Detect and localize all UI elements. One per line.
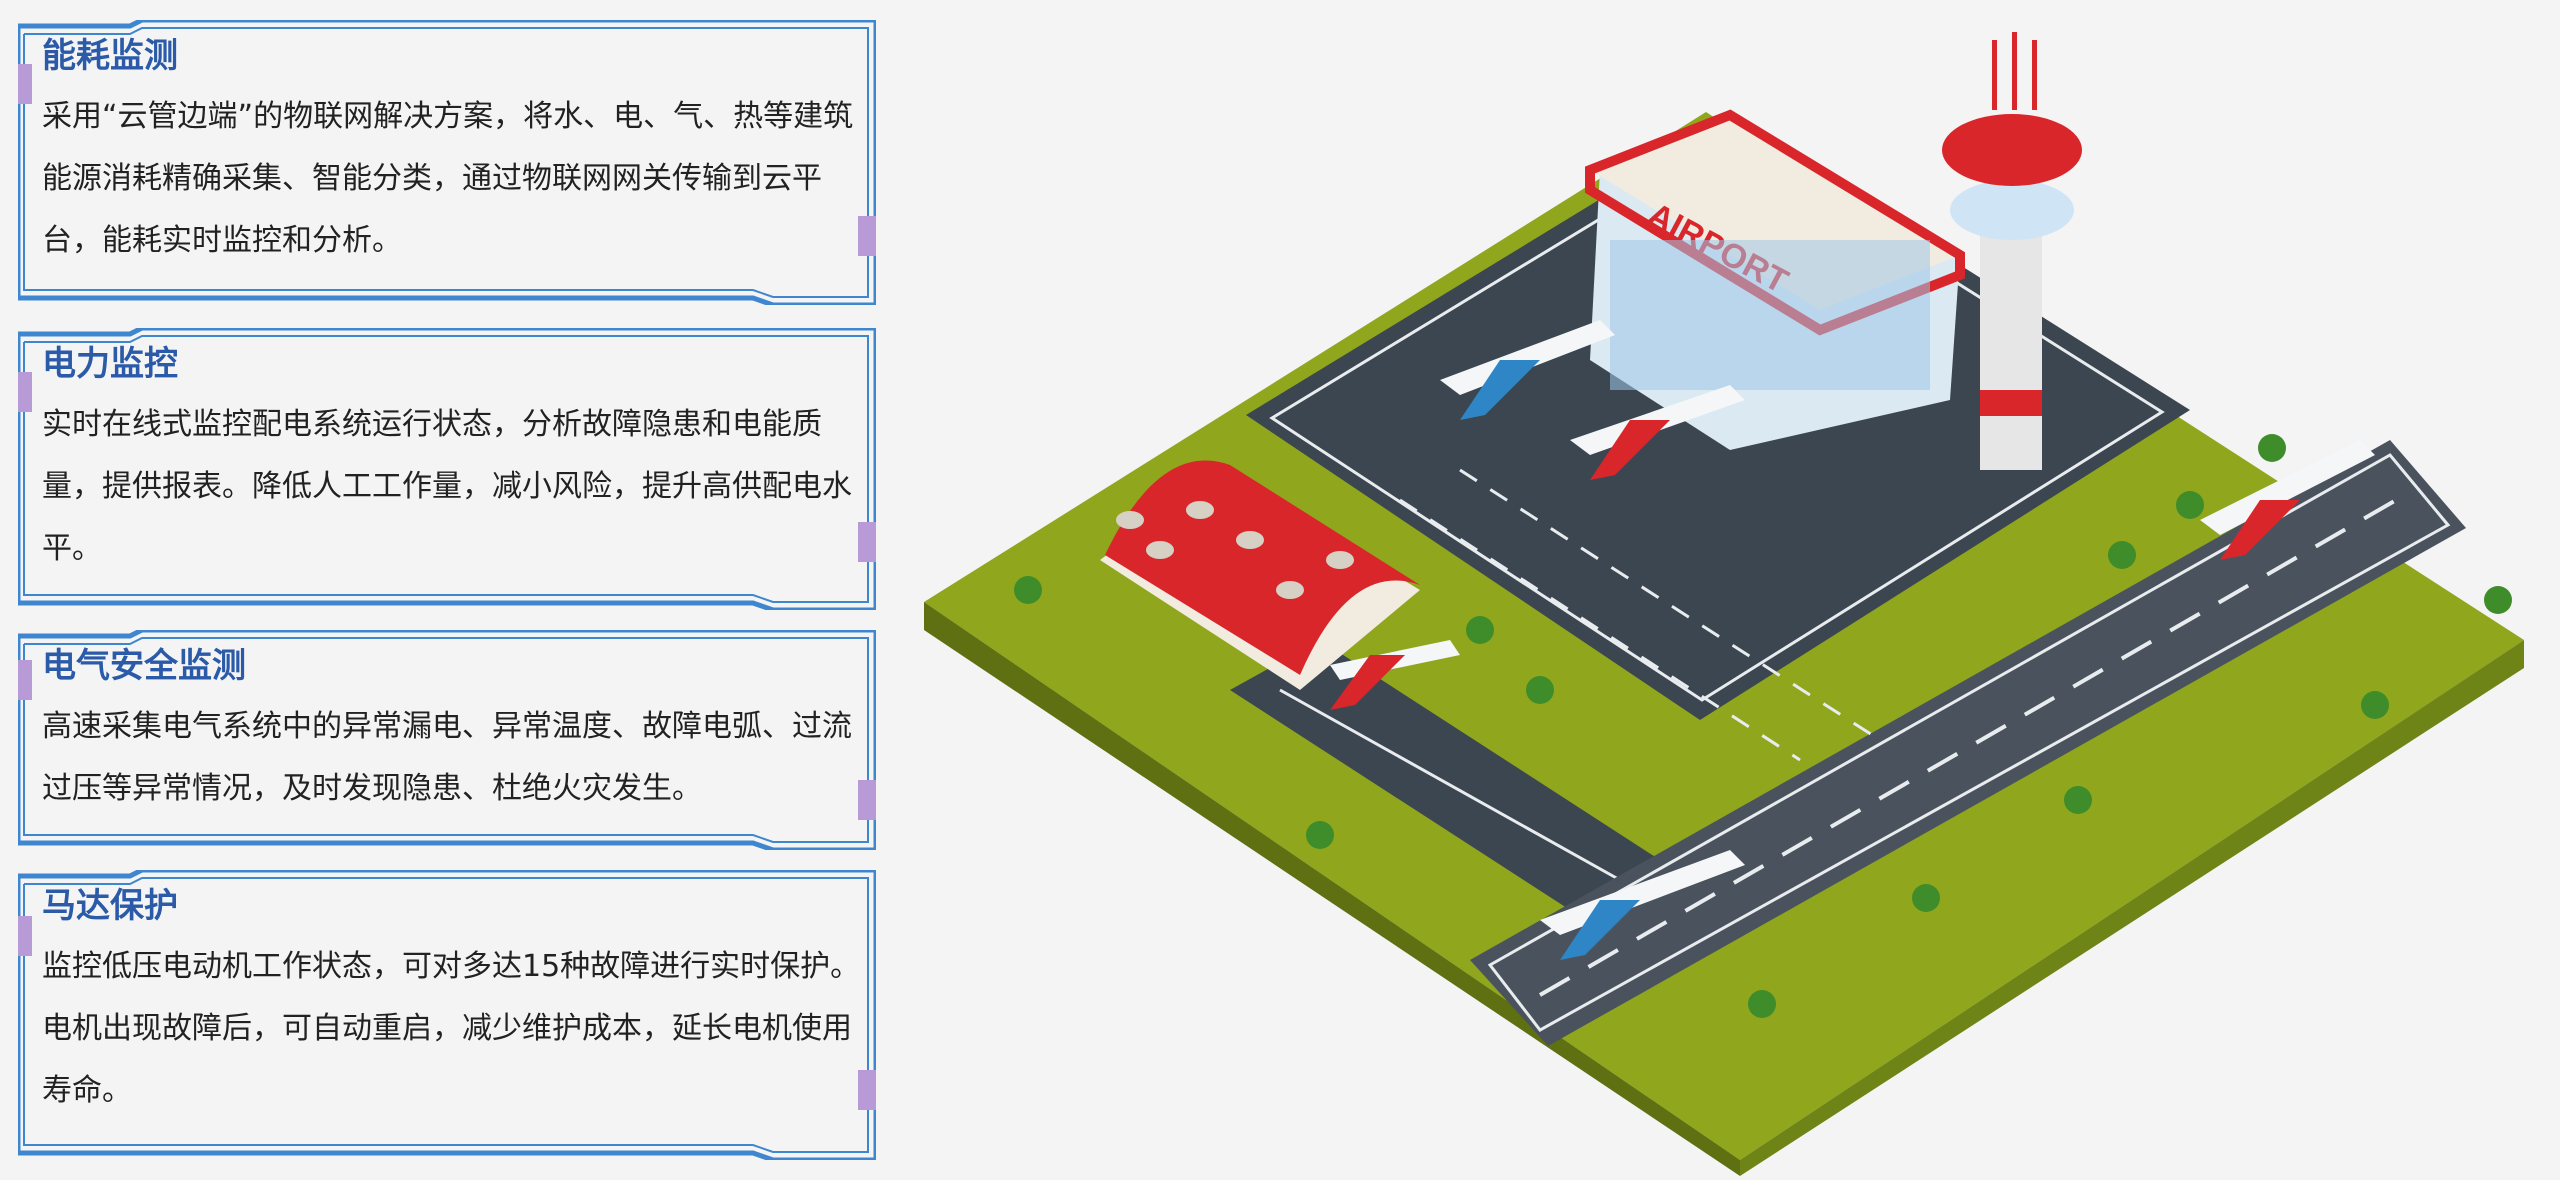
roof-vent — [1146, 541, 1174, 559]
apron-guide-line — [1399, 498, 1801, 762]
tree — [1014, 576, 1042, 604]
card-description: 高速采集电气系统中的异常漏电、异常温度、故障电弧、过流过压等异常情况，及时发现隐… — [42, 709, 852, 806]
tree — [2258, 434, 2286, 462]
roof-vent — [1276, 581, 1304, 599]
tree-group — [1014, 434, 2512, 1018]
card-frame — [18, 20, 876, 305]
control-tower-band — [1980, 390, 2042, 416]
tree — [1526, 676, 1554, 704]
feature-card-energy: 能耗监测 采用“云管边端”的物联网解决方案，将水、电、气、热等建筑能源消耗精确采… — [18, 20, 876, 305]
tree — [2108, 541, 2136, 569]
card-tab-left — [18, 660, 32, 700]
taxiway-line — [1279, 688, 1621, 882]
tree — [2176, 491, 2204, 519]
airport-scene: AIRPORT — [924, 32, 2524, 1176]
terminal-windows — [1610, 240, 1930, 390]
card-tab-left — [18, 64, 32, 104]
feature-card-motor-protection: 马达保护 监控低压电动机工作状态，可对多达15种故障进行实时保护。电机出现故障后… — [18, 870, 876, 1160]
tower-antenna — [2032, 40, 2037, 110]
card-tab-right — [858, 780, 876, 820]
card-tab-right — [858, 1070, 876, 1110]
tree — [2361, 691, 2389, 719]
card-tab-left — [18, 372, 32, 412]
runway — [1470, 440, 2466, 1046]
airplane — [1570, 385, 1745, 480]
card-description: 监控低压电动机工作状态，可对多达15种故障进行实时保护。电机出现故障后，可自动重… — [42, 949, 861, 1108]
card-title: 能耗监测 — [42, 36, 178, 76]
control-tower-cab — [1950, 180, 2074, 240]
runway-edge-line — [1487, 453, 2451, 1032]
feature-card-electrical-safety: 电气安全监测 高速采集电气系统中的异常漏电、异常温度、故障电弧、过流过压等异常情… — [18, 630, 876, 850]
card-frame — [18, 328, 876, 610]
tower-antenna — [2012, 32, 2017, 110]
airport-illustration: AIRPORT — [900, 0, 2560, 1176]
tree — [1912, 884, 1940, 912]
card-description: 实时在线式监控配电系统运行状态，分析故障隐患和电能质量，提供报表。降低人工工作量… — [42, 407, 852, 566]
card-description: 采用“云管边端”的物联网解决方案，将水、电、气、热等建筑能源消耗精确采集、智能分… — [42, 99, 854, 258]
airplane — [1540, 850, 1745, 960]
tower-antenna — [1992, 40, 1997, 110]
card-frame — [18, 630, 876, 850]
roof-vent — [1116, 511, 1144, 529]
card-tab-right — [858, 522, 876, 562]
card-frame — [18, 870, 876, 1160]
tree — [1306, 821, 1334, 849]
tree — [2064, 786, 2092, 814]
card-title: 电力监控 — [42, 344, 178, 384]
ground-edge-right — [1740, 640, 2524, 1176]
feature-card-list: 能耗监测 采用“云管边端”的物联网解决方案，将水、电、气、热等建筑能源消耗精确采… — [0, 0, 900, 1176]
card-title: 马达保护 — [42, 886, 178, 926]
roof-vent — [1186, 501, 1214, 519]
tree — [1466, 616, 1494, 644]
card-tab-left — [18, 916, 32, 956]
apron-border-line — [1269, 138, 2165, 702]
card-tab-right — [858, 216, 876, 256]
control-tower-top — [1942, 114, 2082, 186]
terminal-roof-trim — [1585, 109, 1965, 336]
airplane — [1330, 640, 1460, 710]
card-title: 电气安全监测 — [42, 646, 246, 686]
airplane — [2200, 440, 2375, 560]
tree — [1748, 990, 1776, 1018]
roof-vent — [1236, 531, 1264, 549]
roof-vent — [1326, 551, 1354, 569]
apron-guide-line — [1459, 468, 1881, 742]
tree — [2484, 586, 2512, 614]
airplane — [1440, 320, 1615, 420]
feature-card-power: 电力监控 实时在线式监控配电系统运行状态，分析故障隐患和电能质量，提供报表。降低… — [18, 328, 876, 610]
hangar-roof — [1105, 460, 1420, 675]
